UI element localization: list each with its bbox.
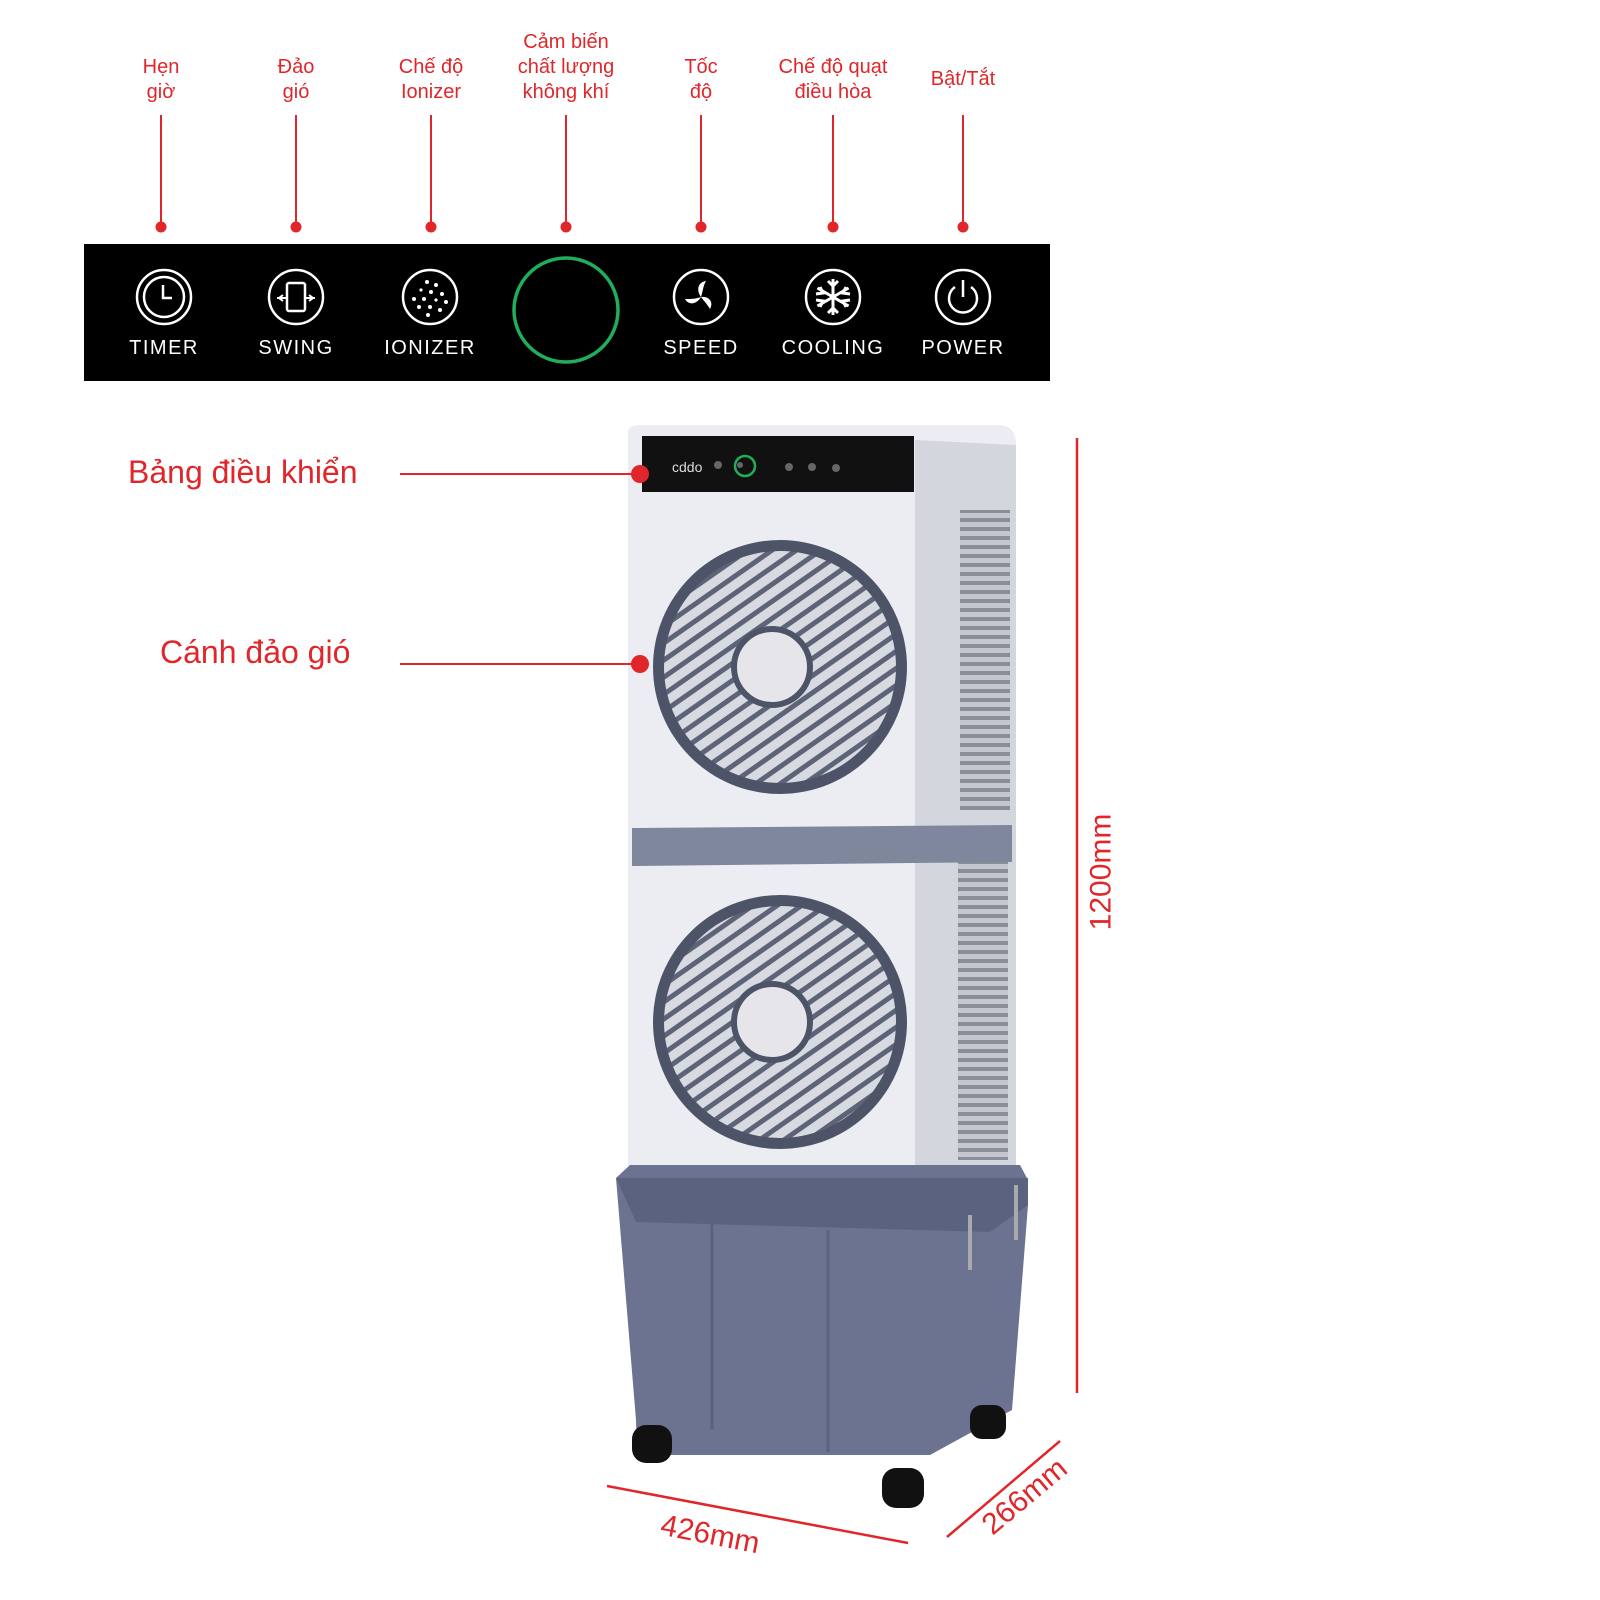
speed-button[interactable]: SPEED: [641, 244, 761, 381]
power-button[interactable]: POWER: [903, 244, 1023, 381]
louver-dot: [631, 655, 649, 673]
callout-line: [962, 115, 964, 225]
cooling-label: COOLING: [781, 337, 885, 359]
lower-fan: [653, 895, 907, 1149]
control-panel-label: Bảng điều khiển: [128, 454, 358, 490]
air-quality-sensor-ring: [512, 256, 620, 364]
cooling-button[interactable]: COOLING: [773, 244, 893, 381]
clock-icon: [135, 268, 193, 326]
callout-ionizer-label: Chế độ Ionizer: [398, 56, 464, 103]
ionizer-icon: [401, 268, 459, 326]
ionizer-button[interactable]: IONIZER: [370, 244, 490, 381]
control-panel-pointer: [400, 473, 640, 475]
svg-text:cddo: cddo: [672, 459, 703, 475]
callout-dot: [155, 221, 167, 233]
swing-icon: [267, 268, 325, 326]
upper-fan: [653, 540, 907, 794]
callout-line: [295, 115, 297, 225]
callout-dot: [560, 221, 572, 233]
callout-dot: [290, 221, 302, 233]
control-panel-dot: [631, 465, 649, 483]
louver-label: Cánh đảo gió: [160, 634, 351, 670]
callout-cooling-label: Chế độ quạt điều hòa: [778, 56, 888, 103]
callout-timer-label: Hẹn giờ: [142, 56, 180, 103]
callout-line: [832, 115, 834, 225]
callout-swing-label: Đảo gió: [277, 56, 315, 103]
callout-dot: [695, 221, 707, 233]
timer-button[interactable]: TIMER: [104, 244, 224, 381]
callout-sensor-label: Cảm biến chất lượng không khí: [517, 31, 615, 103]
swing-label: SWING: [258, 337, 334, 359]
callout-line: [430, 115, 432, 225]
louver-pointer: [400, 663, 640, 665]
callout-line: [565, 115, 567, 225]
height-dimension: 1200mm: [1084, 813, 1118, 931]
snowflake-icon: [804, 268, 862, 326]
control-panel-closeup: TIMER SWING IONIZER SPEED COOLING POWER: [84, 244, 1050, 381]
swing-button[interactable]: SWING: [236, 244, 356, 381]
callout-line: [700, 115, 702, 225]
callout-line: [160, 115, 162, 225]
power-label: POWER: [921, 337, 1005, 359]
fan-icon: [672, 268, 730, 326]
power-icon: [934, 268, 992, 326]
air-quality-sensor: [506, 244, 626, 381]
callout-dot: [827, 221, 839, 233]
control-panel: [642, 436, 914, 492]
callout-speed-label: Tốc độ: [684, 56, 718, 103]
ionizer-label: IONIZER: [384, 337, 476, 359]
callout-dot: [957, 221, 969, 233]
callout-dot: [425, 221, 437, 233]
timer-label: TIMER: [129, 337, 199, 359]
callout-power-label: Bật/Tắt: [930, 68, 996, 90]
speed-label: SPEED: [663, 337, 739, 359]
